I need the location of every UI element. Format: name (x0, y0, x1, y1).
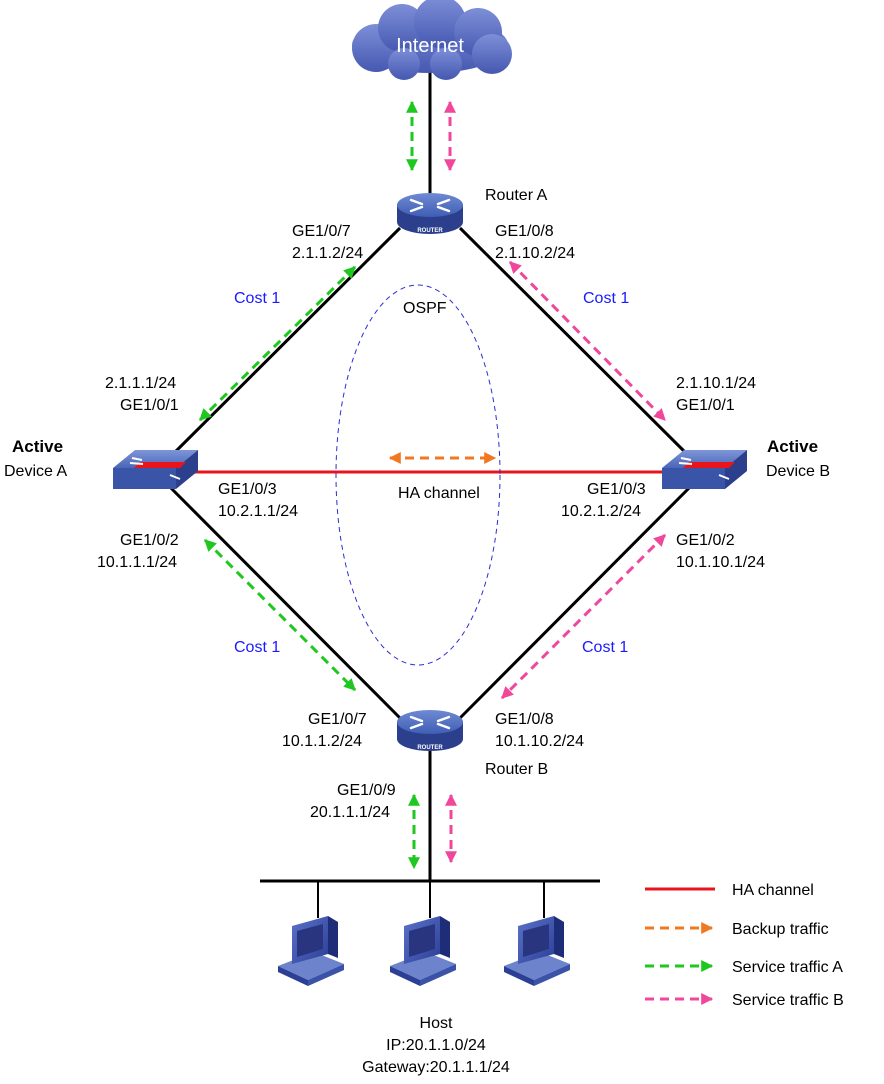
host-gateway: Gateway:20.1.1.1/24 (362, 1059, 510, 1076)
device-b-up-if: GE1/0/1 (676, 397, 735, 414)
host-name: Host (420, 1015, 453, 1032)
device-a-name: Device A (4, 463, 67, 480)
device-b-state: Active (767, 437, 818, 456)
device-b-down-ip: 10.1.10.1/24 (676, 554, 765, 571)
router-a-badge: ROUTER (417, 228, 443, 234)
legend: HA channel Backup traffic Service traffi… (645, 882, 844, 1009)
device-a-firewall-icon (113, 450, 198, 489)
router-b-left-if: GE1/0/7 (308, 711, 367, 728)
router-b-down-ip: 20.1.1.1/24 (310, 804, 390, 821)
device-b-firewall-icon (662, 450, 747, 489)
internet-cloud: Internet (352, 0, 512, 80)
router-b-badge: ROUTER (417, 745, 443, 751)
link-router-a-device-b (458, 226, 707, 474)
service-b-arrow-upper-right (508, 260, 667, 422)
cost-label-lower-right: Cost 1 (582, 639, 628, 656)
device-b-up-ip: 2.1.10.1/24 (676, 375, 756, 392)
service-a-arrow-upper-left (198, 265, 357, 422)
device-b-down-if: GE1/0/2 (676, 532, 735, 549)
traffic-arrows (198, 100, 667, 870)
legend-label-backup-traffic: Backup traffic (732, 921, 829, 938)
link-router-a-device-a (153, 226, 402, 474)
host-pc-icon (390, 916, 456, 986)
device-b-ha-if: GE1/0/3 (587, 481, 646, 498)
router-b-right-ip: 10.1.10.2/24 (495, 733, 584, 750)
router-b-right-if: GE1/0/8 (495, 711, 554, 728)
device-a-down-if: GE1/0/2 (120, 532, 179, 549)
device-a-ha-if: GE1/0/3 (218, 481, 277, 498)
device-a-state: Active (12, 437, 63, 456)
router-b-icon: ROUTER (397, 710, 463, 751)
host-pc-icon (278, 916, 344, 986)
router-b-left-ip: 10.1.1.2/24 (282, 733, 362, 750)
device-a-ha-ip: 10.2.1.1/24 (218, 503, 298, 520)
device-a-up-ip: 2.1.1.1/24 (105, 375, 176, 392)
ospf-label: OSPF (403, 300, 447, 317)
device-a-down-ip: 10.1.1.1/24 (97, 554, 177, 571)
router-b-name: Router B (485, 761, 548, 778)
router-a-left-if: GE1/0/7 (292, 223, 351, 240)
device-a-up-if: GE1/0/1 (120, 397, 179, 414)
legend-label-service-b: Service traffic B (732, 992, 844, 1009)
cost-label-upper-left: Cost 1 (234, 290, 280, 307)
device-b-name: Device B (766, 463, 830, 480)
router-a-right-if: GE1/0/8 (495, 223, 554, 240)
host-ip: IP:20.1.1.0/24 (386, 1037, 486, 1054)
device-b-ha-ip: 10.2.1.2/24 (561, 503, 641, 520)
router-a-icon: ROUTER (397, 193, 463, 234)
cost-label-lower-left: Cost 1 (234, 639, 280, 656)
router-b-down-if: GE1/0/9 (337, 782, 396, 799)
cost-label-upper-right: Cost 1 (583, 290, 629, 307)
ospf-area-ellipse (335, 284, 501, 666)
legend-label-service-a: Service traffic A (732, 959, 843, 976)
router-a-right-ip: 2.1.10.2/24 (495, 245, 575, 262)
router-a-left-ip: 2.1.1.2/24 (292, 245, 363, 262)
service-a-arrow-lower-left (203, 538, 357, 692)
service-b-arrow-lower-right (500, 533, 667, 700)
host-pc-icon (504, 916, 570, 986)
internet-label: Internet (396, 35, 464, 57)
ha-channel-label: HA channel (398, 485, 480, 502)
legend-label-ha-channel: HA channel (732, 882, 814, 899)
router-a-name: Router A (485, 187, 548, 204)
